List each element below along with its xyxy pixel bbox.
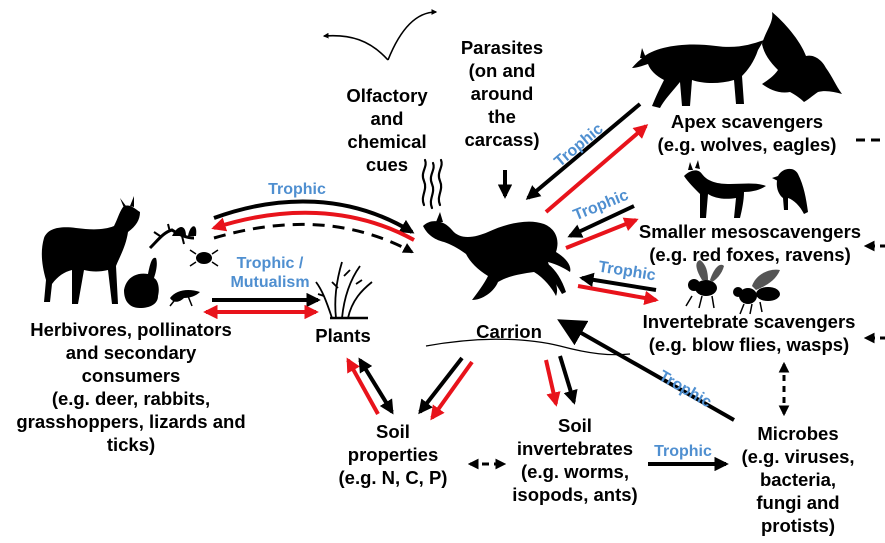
- trophic-mutualism-label: Trophic /Mutualism: [222, 254, 318, 292]
- carrion-label: Carrion: [464, 320, 554, 343]
- tick-icon: [190, 250, 218, 266]
- grasshopper-icon: [170, 290, 200, 306]
- wasp-icon: [733, 270, 780, 314]
- arrow-carrion-soilinv-black: [560, 356, 574, 402]
- microbes-label: Microbes(e.g. viruses,bacteria,fungi and…: [730, 422, 866, 537]
- plant-icon: [316, 262, 372, 318]
- rabbit-icon: [124, 258, 159, 308]
- raven-icon: [772, 169, 808, 214]
- fox-icon: [684, 160, 766, 218]
- arrow-herbivores-carrion-dashed: [214, 224, 412, 252]
- meso-scavengers-label: Smaller mesoscavengers(e.g. red foxes, r…: [630, 220, 870, 266]
- wolf-icon: [632, 40, 764, 108]
- trophic-label-soilinv-microbes: Trophic: [648, 442, 718, 461]
- invertebrate-scavengers-label: Invertebrate scavengers(e.g. blow flies,…: [624, 310, 874, 356]
- butterfly-icon: [172, 226, 196, 236]
- arrow-carrion-soilinv-red: [546, 360, 556, 404]
- eagle-icon: [762, 12, 842, 102]
- arrow-plants-soil-black: [360, 360, 392, 412]
- apex-scavengers-label: Apex scavengers(e.g. wolves, eagles): [632, 110, 862, 156]
- arrow-olfactory-cues: [324, 12, 436, 60]
- plants-label: Plants: [308, 324, 378, 347]
- trophic-label-herbivores-carrion: Trophic: [262, 180, 332, 199]
- fly-icon: [686, 260, 724, 308]
- carcass-icon: [423, 212, 570, 300]
